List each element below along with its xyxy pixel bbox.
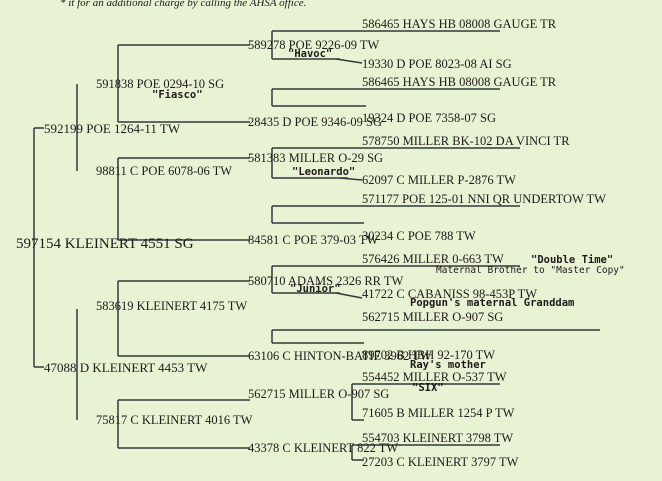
ancestor-g4-10: 41722 C CABANISS 98-453P TW	[362, 287, 538, 301]
ancestor-g4-2: 19330 D POE 8023-08 AI SG	[362, 57, 512, 71]
dam-sire: 583619 KLEINERT 4175 TW	[96, 299, 248, 313]
annotation-double-time: "Double Time"	[531, 254, 614, 266]
ancestor-h: 43378 C KLEINERT 822 TW	[248, 441, 399, 455]
ancestor-g4-6: 62097 C MILLER P-2876 TW	[362, 173, 516, 187]
ancestor-g4-9: 576426 MILLER 0-663 TW	[362, 252, 504, 266]
ancestor-e: 580710 ADAMS 2326 RR TW	[248, 274, 404, 288]
ancestor-g4-13: 554452 MILLER O-537 TW	[362, 370, 507, 384]
sire-sire: 591838 POE 0294-10 SG	[96, 77, 225, 91]
ancestor-f: 63106 C HINTON-BATIE 3962 TW	[248, 349, 432, 363]
header-footnote: * it for an additional charge by calling…	[60, 0, 307, 9]
dam: 47088 D KLEINERT 4453 TW	[44, 360, 208, 375]
ancestor-g4-1: 586465 HAYS HB 08008 GAUGE TR	[362, 17, 557, 31]
ancestor-g4-8: 30234 C POE 788 TW	[362, 229, 476, 243]
annotation-popgun: Popgun's maternal Granddam	[410, 297, 575, 309]
ancestor-g4-12: 89702 B HBH 92-170 TW	[362, 348, 496, 362]
ancestor-g: 562715 MILLER O-907 SG	[248, 387, 390, 401]
ancestor-g4-15: 554703 KLEINERT 3798 TW	[362, 431, 514, 445]
ancestor-g4-16: 27203 C KLEINERT 3797 TW	[362, 455, 519, 469]
sire-dam: 98811 C POE 6078-06 TW	[96, 164, 233, 178]
ancestor-b: 28435 D POE 9346-09 SG	[248, 115, 383, 129]
annotation-maternal-brother: Maternal Brother to "Master Copy"	[436, 265, 625, 276]
ancestor-e-nickname: "Junior"	[290, 283, 341, 295]
dam-dam: 75817 C KLEINERT 4016 TW	[96, 413, 253, 427]
annotation-six: "SIX"	[412, 382, 444, 394]
ancestor-g4-4: 19324 D POE 7358-07 SG	[362, 111, 497, 125]
ancestor-d: 84581 C POE 379-03 TW	[248, 233, 379, 247]
ancestor-g4-11: 562715 MILLER O-907 SG	[362, 310, 504, 324]
ancestor-c: 581383 MILLER O-29 SG	[248, 151, 384, 165]
sire: 592199 POE 1264-11 TW	[44, 121, 181, 136]
ancestor-g4-14: 71605 B MILLER 1254 P TW	[362, 406, 515, 420]
subject-dog: 597154 KLEINERT 4551 SG	[16, 236, 194, 252]
annotation-rays-mother: Ray's mother	[410, 359, 486, 371]
ancestor-c-nickname: "Leonardo"	[292, 166, 356, 178]
sire-sire-nickname: "Fiasco"	[152, 89, 203, 101]
ancestor-g4-5: 578750 MILLER BK-102 DA VINCI TR	[362, 134, 570, 148]
ancestor-g4-3: 586465 HAYS HB 08008 GAUGE TR	[362, 75, 557, 89]
ancestor-a: 589278 POE 9226-09 TW	[248, 38, 380, 52]
ancestor-a-nickname: "Havoc"	[288, 48, 333, 60]
ancestor-g4-7: 571177 POE 125-01 NNI QR UNDERTOW TW	[362, 192, 606, 206]
